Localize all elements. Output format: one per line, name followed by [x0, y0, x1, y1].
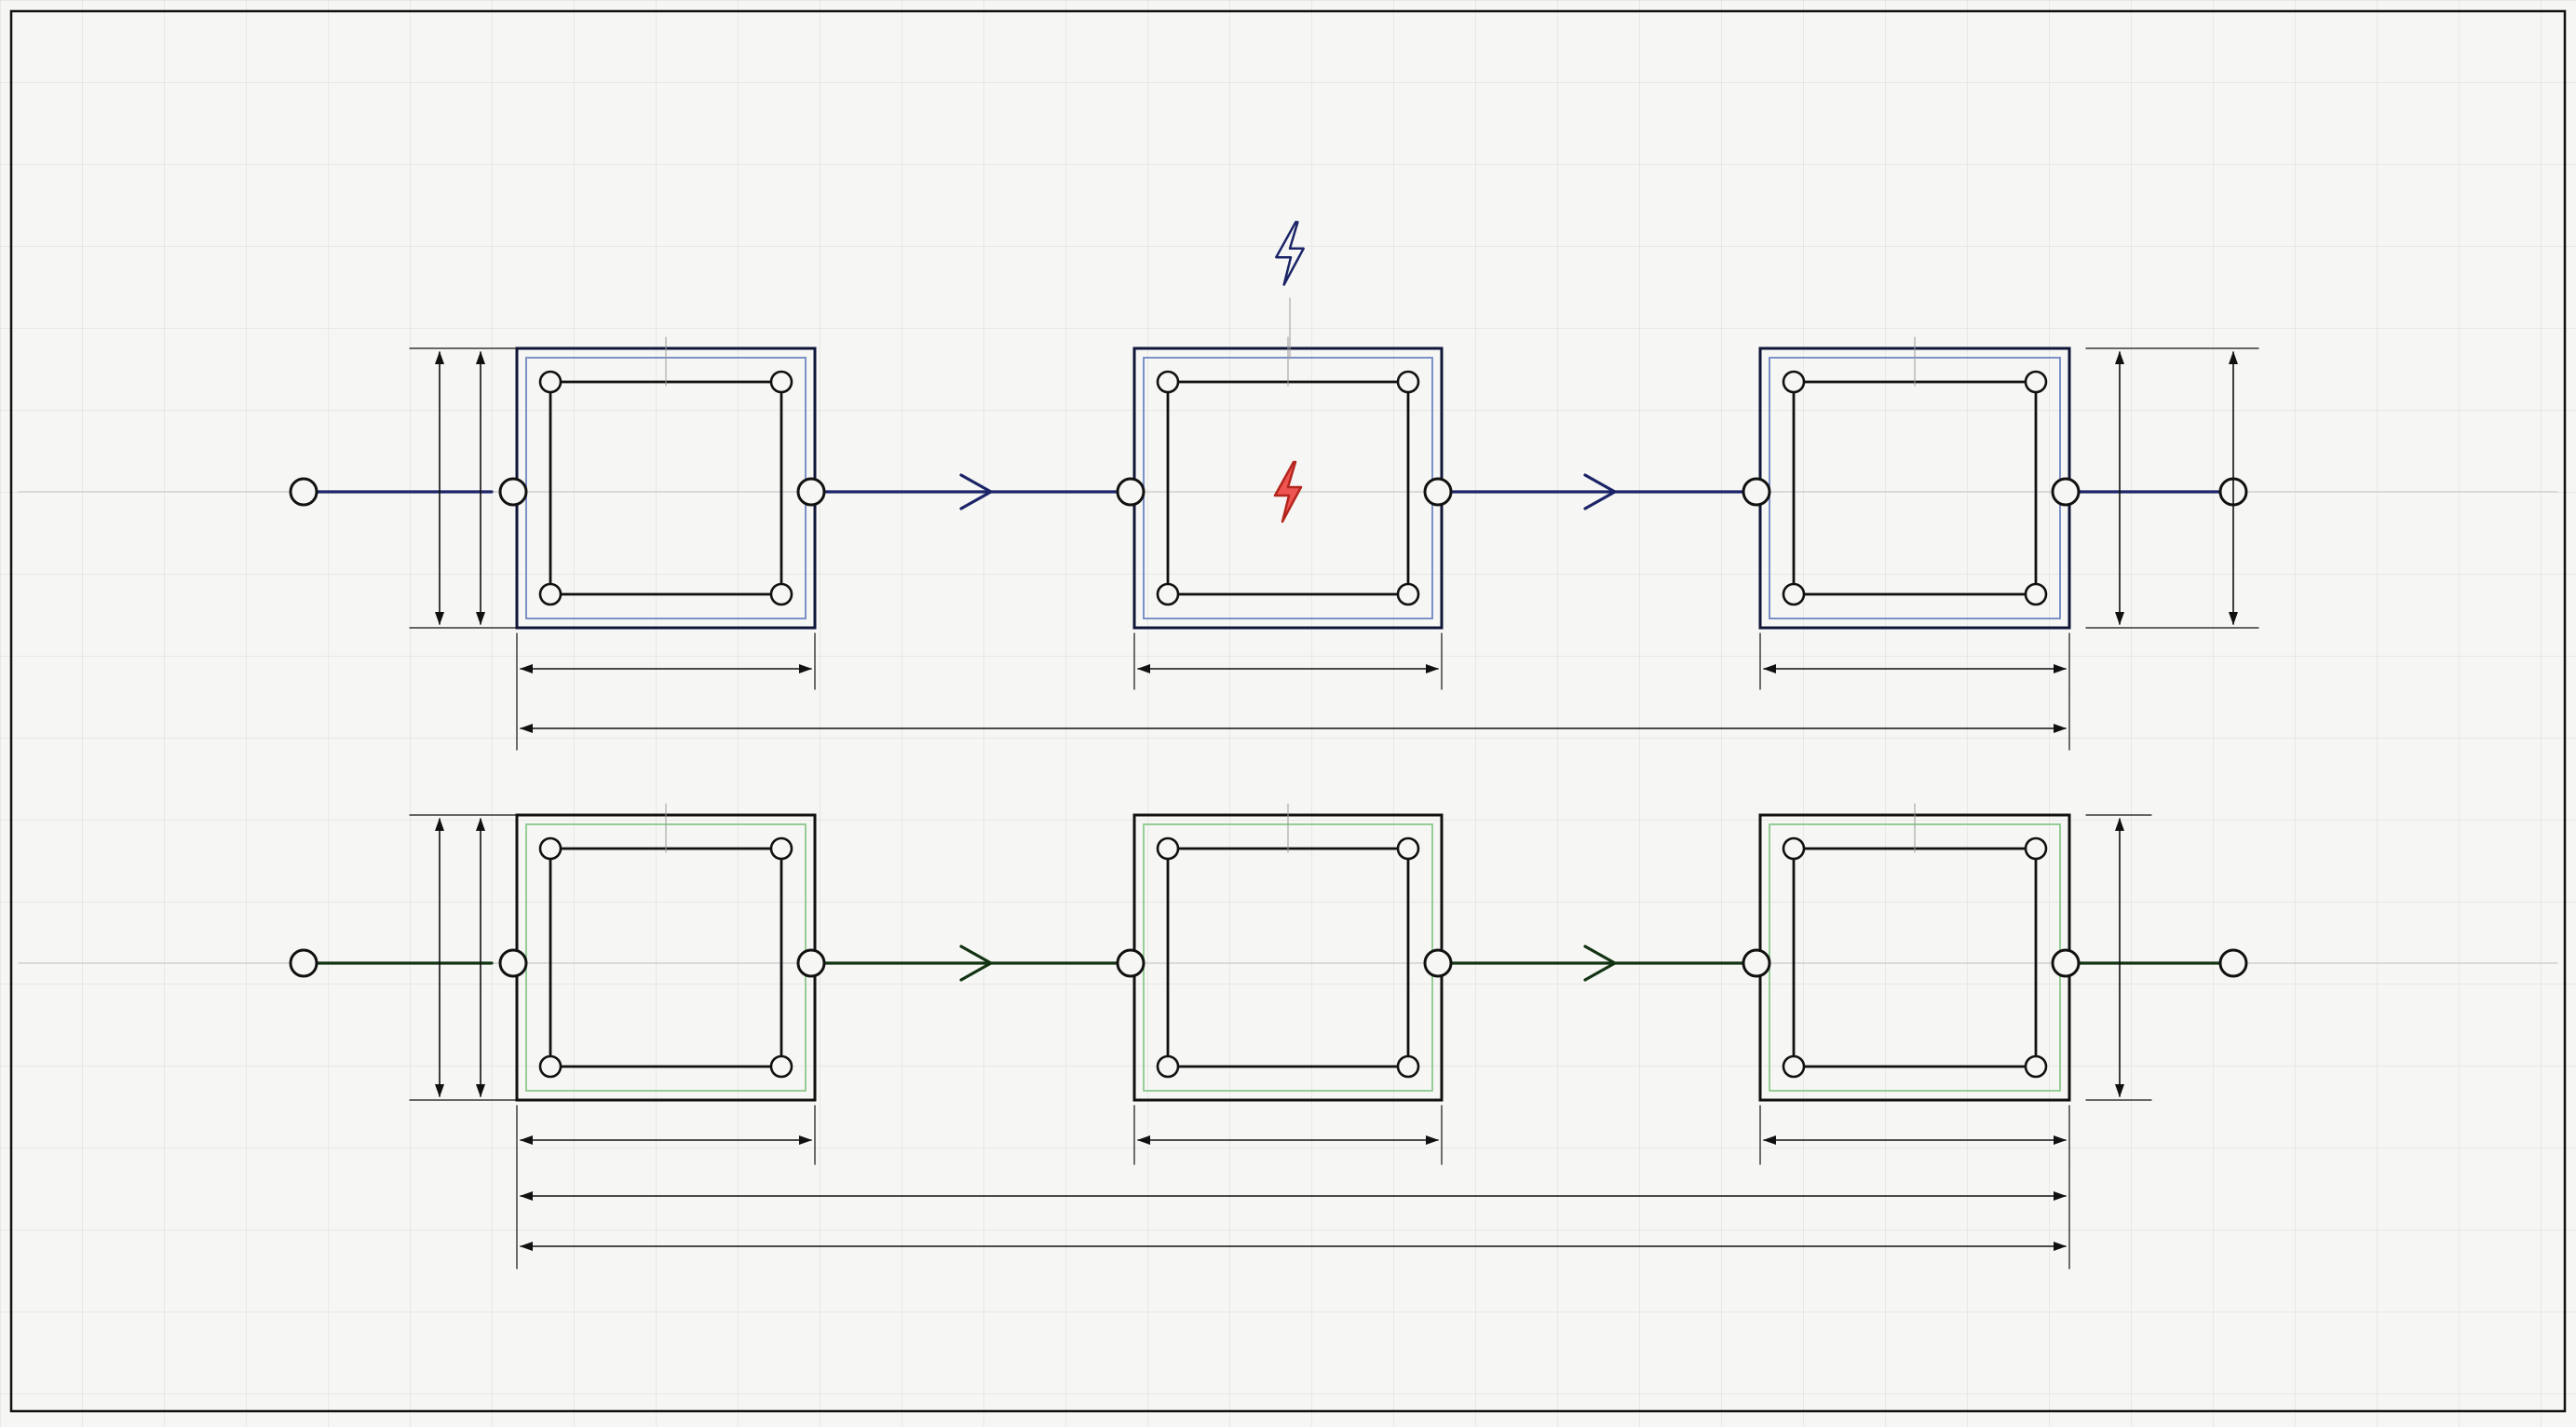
module-bottom-2: [1116, 803, 1453, 1102]
corner-terminal: [2024, 1054, 2048, 1079]
corner-terminal: [769, 836, 793, 861]
module-input-terminal: [1116, 477, 1146, 507]
lightning-bolt-outline-icon: [1275, 221, 1305, 286]
corner-terminal: [2024, 370, 2048, 394]
chevron-right-icon: [959, 945, 993, 982]
chevron-right-icon: [959, 473, 993, 510]
corner-terminal: [1156, 370, 1180, 394]
corner-terminal: [1782, 1054, 1806, 1079]
module-output-terminal: [2051, 948, 2081, 978]
chevron-right-icon: [1583, 473, 1617, 510]
corner-terminal: [769, 1054, 793, 1079]
corner-terminal: [538, 582, 563, 606]
module-output-terminal: [1423, 477, 1453, 507]
corner-terminal: [1396, 1054, 1420, 1079]
module-bottom-3: [1742, 803, 2081, 1102]
line-start-terminal: [289, 948, 319, 978]
corner-terminal: [1396, 836, 1420, 861]
corner-terminal: [1782, 370, 1806, 394]
chevron-right-icon: [1583, 945, 1617, 982]
module-input-terminal: [1742, 948, 1771, 978]
lightning-bolt-icon: [1273, 460, 1303, 523]
module-output-terminal: [796, 948, 826, 978]
module-input-terminal: [498, 477, 528, 507]
module-input-terminal: [1742, 477, 1771, 507]
corner-terminal: [538, 370, 563, 394]
corner-terminal: [2024, 582, 2048, 606]
corner-terminal: [1156, 1054, 1180, 1079]
corner-terminal: [538, 836, 563, 861]
drawing-border: [9, 9, 2567, 1413]
corner-terminal: [538, 1054, 563, 1079]
module-input-terminal: [1116, 948, 1146, 978]
corner-terminal: [1782, 836, 1806, 861]
corner-terminal: [1396, 582, 1420, 606]
corner-terminal: [769, 370, 793, 394]
module-input-terminal: [498, 948, 528, 978]
module-bottom-1: [498, 803, 826, 1102]
module-top-3: [1742, 336, 2081, 630]
corner-terminal: [769, 582, 793, 606]
module-output-terminal: [796, 477, 826, 507]
module-output-terminal: [2051, 477, 2081, 507]
corner-terminal: [1396, 370, 1420, 394]
corner-terminal: [1782, 582, 1806, 606]
corner-terminal: [1156, 836, 1180, 861]
corner-terminal: [1156, 582, 1180, 606]
module-output-terminal: [1423, 948, 1453, 978]
module-top-2: [1116, 336, 1453, 630]
diagram-layer: [18, 221, 2558, 1270]
row-bottom: [18, 803, 2558, 1102]
module-top-1: [498, 336, 826, 630]
line-start-terminal: [289, 477, 319, 507]
corner-terminal: [2024, 836, 2048, 861]
line-end-terminal: [2218, 948, 2248, 978]
